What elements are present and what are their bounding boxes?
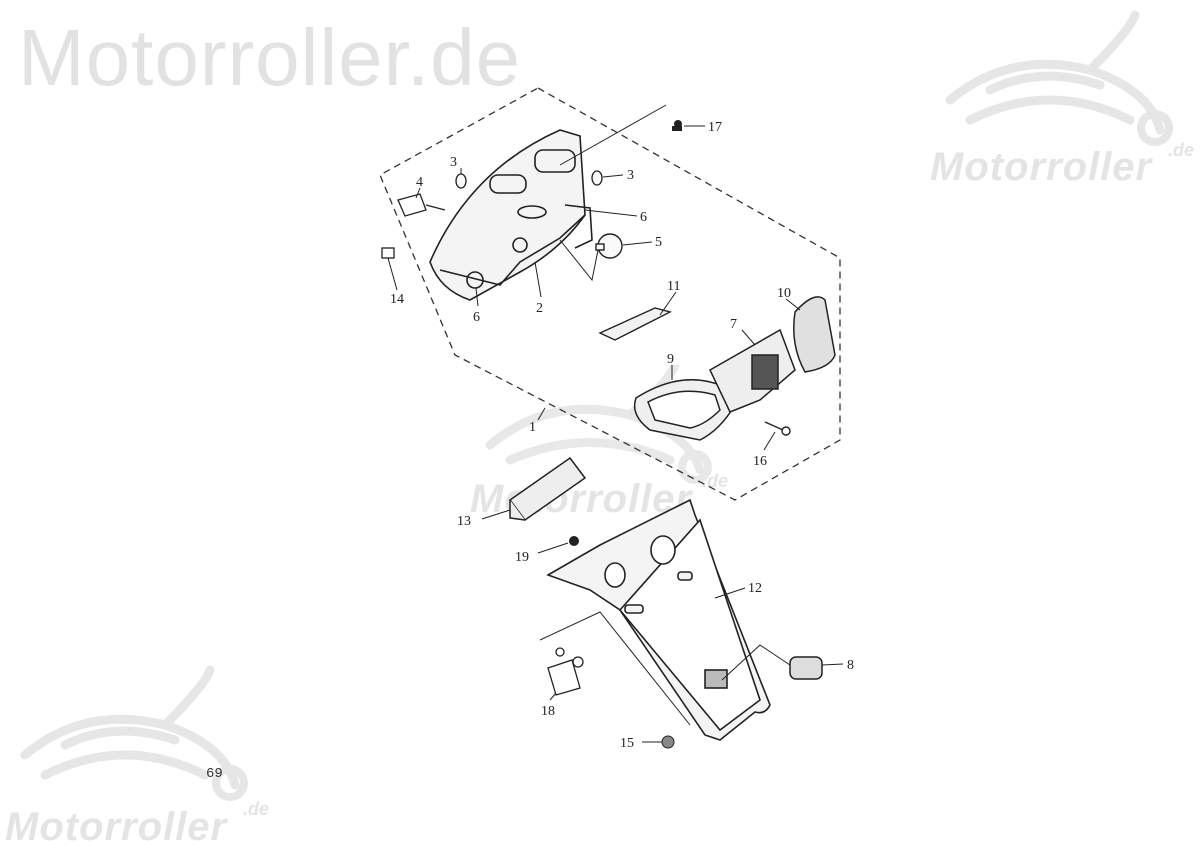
license-bracket-12 xyxy=(546,498,771,741)
callout-19: 19 xyxy=(515,550,529,565)
reflector-8 xyxy=(789,656,823,680)
bulb-5-icon xyxy=(595,233,623,259)
callout-9: 9 xyxy=(667,352,674,367)
callout-4: 4 xyxy=(416,175,423,190)
watermark-logo-center: Motorroller .de xyxy=(470,360,740,525)
callout-14: 14 xyxy=(390,292,404,307)
callout-6-bottom: 6 xyxy=(473,310,480,325)
scooter-logo-icon xyxy=(20,665,248,801)
callout-16: 16 xyxy=(753,454,767,469)
plate-18 xyxy=(547,647,584,696)
lens-9 xyxy=(633,379,736,441)
callout-10: 10 xyxy=(777,286,791,301)
watermark-tld: .de xyxy=(243,799,270,819)
clip-14-icon xyxy=(381,247,395,259)
bracket-7 xyxy=(709,328,796,413)
reflector-10 xyxy=(793,296,836,373)
screw-19-icon xyxy=(569,536,579,546)
assembly-boundary xyxy=(379,87,841,501)
lens-11 xyxy=(598,307,672,341)
socket-4-icon xyxy=(397,193,446,217)
callout-labels: 17 3 3 4 6 5 14 6 2 11 10 7 9 1 16 13 19… xyxy=(390,120,854,751)
scooter-logo-icon xyxy=(945,10,1173,146)
bulb-3-icons xyxy=(455,170,603,189)
callout-3-right: 3 xyxy=(627,168,634,183)
callout-1: 1 xyxy=(529,420,536,435)
screw-16-icon xyxy=(764,421,791,436)
watermark-tld: .de xyxy=(702,471,729,491)
page-number: 69 xyxy=(206,766,223,782)
watermark-word: Motorroller xyxy=(5,805,228,849)
callout-11: 11 xyxy=(667,279,680,294)
screw-17-icon xyxy=(672,120,682,131)
watermark-word: Motorroller xyxy=(930,145,1153,189)
bracket-13 xyxy=(508,456,587,522)
watermark-logo-top-right: Motorroller .de xyxy=(930,10,1194,190)
tail-light-housing xyxy=(429,129,593,301)
callout-8: 8 xyxy=(847,658,854,673)
callout-5: 5 xyxy=(655,235,662,250)
callout-12: 12 xyxy=(748,581,762,596)
callout-15: 15 xyxy=(620,736,634,751)
callout-3-left: 3 xyxy=(450,155,457,170)
callout-18: 18 xyxy=(541,704,555,719)
watermark-logo-bottom-left: Motorroller .de xyxy=(5,665,275,855)
callout-6-right: 6 xyxy=(640,210,647,225)
callout-2: 2 xyxy=(536,301,543,316)
watermark-title: Motorroller.de xyxy=(18,13,522,102)
watermark-tld: .de xyxy=(1168,140,1195,160)
callout-13: 13 xyxy=(457,514,471,529)
nut-15-icon xyxy=(661,735,675,749)
leader-lines xyxy=(387,104,844,743)
callout-17: 17 xyxy=(708,120,722,135)
watermark-word: Motorroller xyxy=(470,477,693,521)
callout-7: 7 xyxy=(730,317,737,332)
